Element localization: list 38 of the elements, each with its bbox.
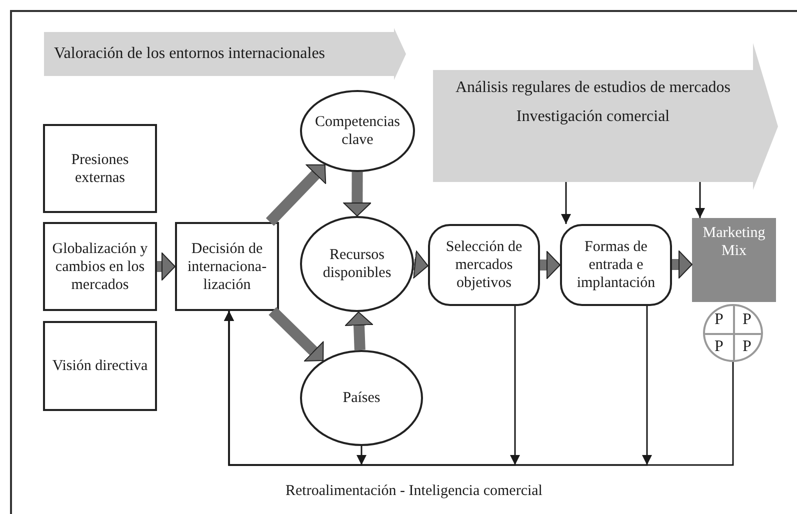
node-label: Recursos disponibles (322, 246, 392, 282)
node-label: Formas de entrada e implantación (576, 238, 656, 292)
process-box (43, 222, 157, 311)
block-arrow (343, 172, 372, 216)
node-label: Marketing Mix (702, 224, 766, 260)
block-arrow (157, 252, 176, 280)
marketing-mix-box (692, 218, 776, 302)
feedback-label: Retroalimentación - Inteligencia comercial (284, 483, 544, 500)
arrow (695, 182, 705, 218)
p-letter: P (714, 338, 724, 354)
block-arrow (540, 251, 560, 279)
arrow (561, 182, 571, 224)
block-arrow (266, 164, 326, 226)
banner-arrow (433, 43, 778, 190)
p-letter: P (714, 312, 724, 328)
arrow (224, 311, 734, 466)
process-box (43, 124, 157, 213)
banner-arrow (44, 28, 406, 80)
block-arrow (345, 312, 373, 350)
node-label: Países (342, 389, 380, 407)
process-box (43, 321, 157, 411)
banner-label: Valoración de los entornos internacionales (54, 44, 326, 64)
banner-label: Análisis regulares de estudios de mercados (455, 78, 731, 98)
node-label: Competencias clave (314, 113, 401, 149)
node-label: Decisión de internaciona- lización (186, 240, 268, 294)
rounded-box (560, 224, 672, 306)
process-box (175, 222, 279, 311)
p-letter: P (742, 338, 752, 354)
node-label: Globalización y cambios en los mercados (51, 240, 149, 294)
node-label: Selección de mercados objetivos (444, 238, 524, 292)
banner-label: Investigación comercial (516, 107, 670, 126)
rounded-box (428, 224, 540, 306)
block-arrow (413, 250, 428, 278)
block-arrow (268, 307, 324, 362)
block-arrow (672, 250, 692, 278)
p-letter: P (742, 312, 752, 328)
node-label: Presiones externas (70, 150, 130, 186)
node-label: Visión directiva (52, 357, 148, 375)
